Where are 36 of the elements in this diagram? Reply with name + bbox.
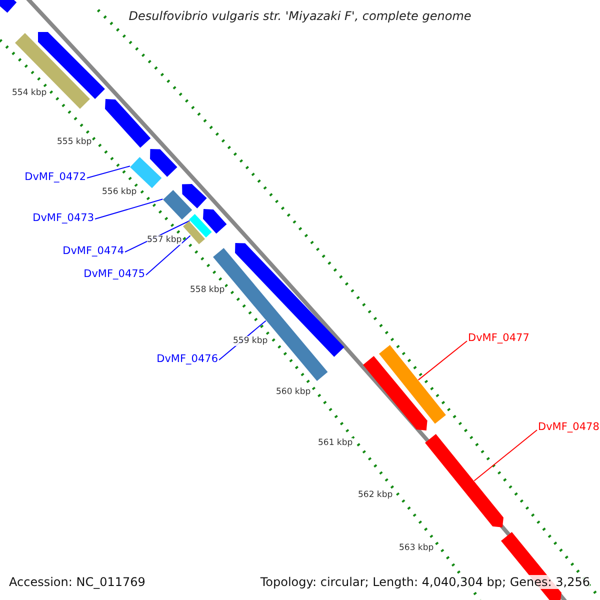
leader-line bbox=[474, 430, 538, 482]
scale-label: 557 kbp bbox=[147, 235, 182, 245]
gene-label: DvMF_0476 bbox=[156, 353, 218, 365]
scale-label: 562 kbp bbox=[358, 490, 393, 500]
leader-line bbox=[418, 340, 468, 380]
gene-block-pointed bbox=[203, 209, 228, 234]
leader-line bbox=[86, 166, 130, 178]
gene-block-pointed bbox=[234, 243, 344, 357]
genome-info: Accession: NC_011769 bbox=[9, 575, 146, 589]
scale-label: 555 kbp bbox=[57, 137, 92, 147]
gene-block-pointed bbox=[150, 149, 178, 177]
gene-block bbox=[130, 156, 162, 188]
gene-block-pointed bbox=[362, 356, 427, 430]
gene-block-pointed bbox=[104, 99, 150, 148]
gene-block bbox=[378, 344, 446, 424]
gene-label: DvMF_0478 bbox=[538, 421, 600, 433]
gene-block-pointed bbox=[182, 184, 207, 208]
gene-block-pointed bbox=[424, 434, 504, 527]
scale-label: 554 kbp bbox=[12, 88, 47, 98]
scale-label: 563 kbp bbox=[399, 543, 434, 553]
scale-label: 559 kbp bbox=[233, 336, 268, 346]
gene-label: DvMF_0473 bbox=[32, 212, 94, 224]
gene-label: DvMF_0472 bbox=[24, 171, 86, 183]
leader-line bbox=[146, 235, 191, 276]
gene-label: DvMF_0475 bbox=[84, 268, 145, 280]
gene-label: DvMF_0474 bbox=[62, 245, 124, 257]
gene-block bbox=[183, 221, 205, 245]
scale-label: 556 kbp bbox=[102, 187, 137, 197]
scale-label: 561 kbp bbox=[318, 438, 353, 448]
leader-line bbox=[94, 198, 164, 220]
gene-block bbox=[189, 214, 212, 238]
genome-info: Topology: circular; Length: 4,040,304 bp; Genes: 3,256 bbox=[260, 575, 590, 589]
scale-label: 558 kbp bbox=[190, 285, 225, 295]
diagram-title: Desulfovibrio vulgaris str. 'Miyazaki F', complete genome bbox=[128, 9, 472, 23]
gene-block bbox=[162, 190, 192, 220]
gene-label: DvMF_0477 bbox=[468, 332, 530, 344]
